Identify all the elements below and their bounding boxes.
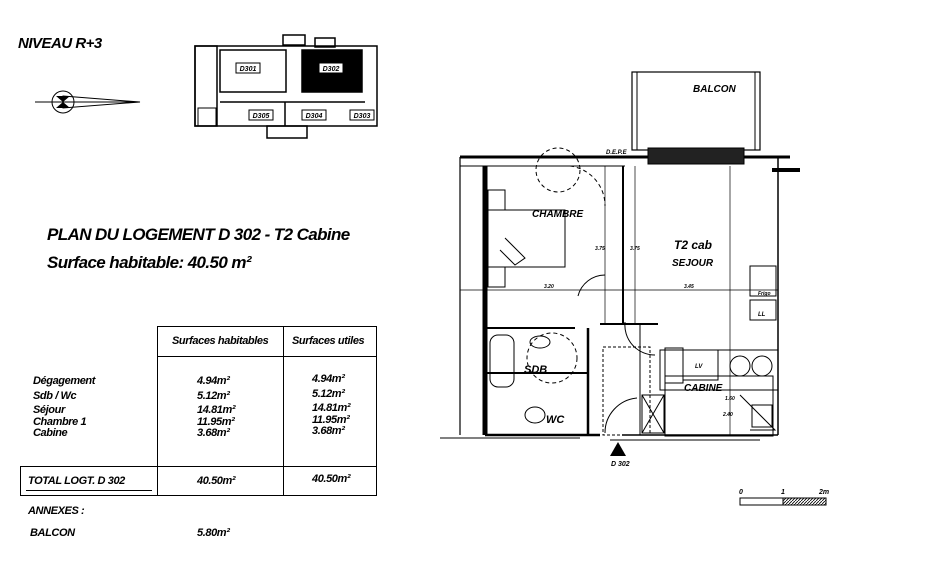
cell: 4.94m² xyxy=(312,373,345,385)
row-label: Dégagement xyxy=(33,375,96,387)
cell: 4.94m² xyxy=(197,375,230,387)
ll-label: LL xyxy=(758,312,766,318)
row-label: Cabine xyxy=(33,427,68,439)
row-label: Sdb / Wc xyxy=(33,389,77,402)
dim-label: 1.60 xyxy=(725,396,735,402)
lv-label: LV xyxy=(695,364,703,370)
balcon-value: 5.80m² xyxy=(197,527,230,539)
header-utiles: Surfaces utiles xyxy=(292,335,365,347)
header-habitables: Surfaces habitables xyxy=(172,335,269,347)
sdb-label: SDB xyxy=(524,364,547,376)
scale-label: 1 xyxy=(781,489,785,496)
cell: 3.68m² xyxy=(312,425,345,437)
cell: 5.12m² xyxy=(197,389,230,402)
north-arrow-icon xyxy=(35,90,141,114)
dim-label: 3.45 xyxy=(684,284,694,290)
row-label: Séjour xyxy=(33,404,65,416)
unit-label: D302 xyxy=(323,66,340,73)
chambre-label: CHAMBRE xyxy=(532,209,583,220)
scale-label: 2m xyxy=(818,489,829,496)
entry-arrow-icon xyxy=(610,442,626,456)
util-values: 4.94m² 5.12m² 14.81m² 11.95m² 3.68m² xyxy=(312,372,351,439)
total-label: TOTAL LOGT. D 302 xyxy=(28,475,125,487)
dim-label: 3.20 xyxy=(544,284,554,290)
scale-label: 0 xyxy=(739,489,743,496)
t2-label: T2 cab xyxy=(674,238,712,252)
annexes-label: ANNEXES : xyxy=(28,505,85,517)
scale-bar: 0 1 2m xyxy=(739,489,829,506)
cell: 11.95m² xyxy=(197,415,235,428)
balcony-railing xyxy=(647,147,745,165)
frigo-label: Frigo xyxy=(758,291,771,297)
balcon-label: BALCON xyxy=(30,527,75,539)
dim-label: 3.75 xyxy=(630,246,640,252)
entry-label: D 302 xyxy=(611,461,630,468)
total-util: 40.50m² xyxy=(312,473,351,485)
level-label: NIVEAU R+3 xyxy=(18,35,102,52)
hab-values: 4.94m² 5.12m² 14.81m² 11.95m² 3.68m² xyxy=(197,374,236,441)
key-plan: D301 D302 D303 D304 D305 xyxy=(194,34,378,139)
unit-label: D305 xyxy=(253,113,270,120)
total-hab: 40.50m² xyxy=(197,475,236,487)
cell: 3.68m² xyxy=(197,427,230,439)
dim-label: 3.75 xyxy=(595,246,605,252)
dim-label: 2.40 xyxy=(722,412,733,418)
def-label: D.E.P.E xyxy=(606,150,628,156)
cell: 14.81m² xyxy=(197,404,236,416)
cell: 5.12m² xyxy=(312,387,345,400)
apartment-plan: BALCON D.E.P.E CHAMBRE T2 cab SEJOUR SDB… xyxy=(440,71,800,468)
surface-habitable: Surface habitable: 40.50 m² xyxy=(47,253,252,272)
wc-label: WC xyxy=(546,414,565,426)
cell: 14.81m² xyxy=(312,402,351,414)
unit-label: D301 xyxy=(240,66,257,73)
sejour-label: SEJOUR xyxy=(672,258,714,269)
row-labels: Dégagement Sdb / Wc Séjour Chambre 1 Cab… xyxy=(33,374,95,441)
cabine-label: CABINE xyxy=(684,383,723,394)
plan-title: PLAN DU LOGEMENT D 302 - T2 Cabine xyxy=(47,225,350,244)
unit-label: D304 xyxy=(306,113,323,120)
balcon-room-label: BALCON xyxy=(693,84,737,95)
row-label: Chambre 1 xyxy=(33,415,87,428)
unit-label: D303 xyxy=(354,113,371,120)
cell: 11.95m² xyxy=(312,413,350,426)
